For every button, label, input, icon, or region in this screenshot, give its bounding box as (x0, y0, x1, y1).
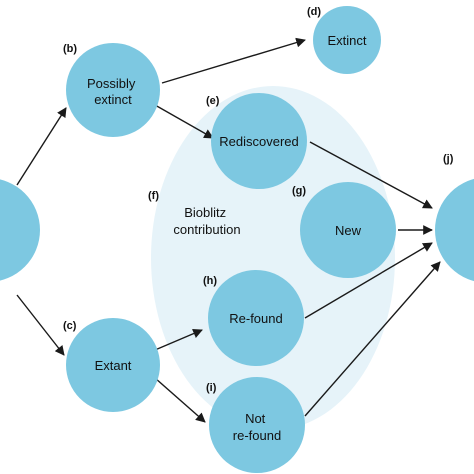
tag-j: (j) (443, 153, 454, 165)
bioblitz-label: Bioblitz contribution (173, 205, 240, 237)
node-new (300, 182, 396, 278)
tag-f: (f) (148, 190, 159, 202)
nodes (0, 6, 474, 473)
extant-label: Extant (95, 358, 132, 373)
rediscovered-label: Rediscovered (219, 134, 299, 149)
node-extant (66, 318, 160, 412)
tag-g: (g) (292, 185, 306, 197)
extinct-label: Extinct (327, 33, 366, 48)
possibly-extinct-label: Possibly extinct (87, 76, 139, 107)
not-refound-label: Not re-found (233, 411, 281, 443)
edge-e-to-j (309, 141, 433, 209)
edge-c-to-h (154, 328, 203, 351)
edge-a-to-b (16, 107, 67, 186)
edge-b-to-d (161, 37, 306, 84)
node-not-refound (209, 377, 305, 473)
tag-b: (b) (63, 43, 77, 55)
node-j (435, 178, 474, 282)
node-refound (208, 270, 304, 366)
tag-h: (h) (203, 275, 217, 287)
node-rediscovered (211, 93, 307, 189)
edge-a-to-c (16, 294, 65, 356)
node-a (0, 179, 40, 281)
node-extinct (313, 6, 381, 74)
tag-e: (e) (206, 95, 220, 107)
tag-c: (c) (63, 320, 77, 332)
edge-h-to-j (304, 242, 433, 319)
node-possibly-extinct (66, 43, 160, 137)
refound-label: Re-found (229, 311, 282, 326)
edge-c-to-i (154, 377, 206, 423)
tag-d: (d) (307, 6, 321, 18)
tag-i: (i) (206, 382, 217, 394)
edges (16, 37, 441, 423)
bioblitz-region (151, 86, 395, 430)
edge-i-to-j (304, 261, 441, 417)
new-label: New (335, 223, 362, 238)
edge-b-to-e (154, 104, 214, 139)
